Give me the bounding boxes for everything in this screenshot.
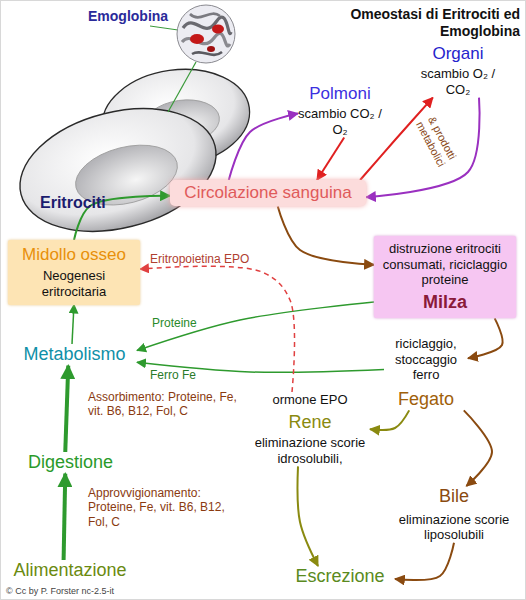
watermark: © Cc by P. Forster nc-2.5-it — [6, 586, 206, 597]
node-heading: Escrezione — [285, 566, 395, 588]
flow-arrow — [278, 206, 374, 264]
node-heading: Circolazione sanguina — [174, 183, 362, 203]
diagram-title: Omeostasi di Eritrociti ed Emoglobina — [326, 6, 520, 40]
node-text: scambio O₂ / CO₂ — [416, 66, 500, 97]
part-name: Emoglobina — [88, 8, 188, 25]
process-box: Midollo osseoNeogenesi eritrocitaria — [8, 240, 140, 305]
node-heading: Eritrociti — [40, 193, 140, 212]
flow-arrow — [137, 302, 374, 351]
node-heading: Organi — [416, 44, 500, 64]
leader-line — [150, 26, 178, 30]
edge-label: Assorbimento: Proteine, Fe, vit. B6, B12… — [88, 390, 238, 419]
node-text: distruzione eritrociti consumati, ricicl… — [379, 241, 511, 288]
node-heading: Digestione — [18, 452, 123, 474]
node-text: ormone EPO — [250, 392, 370, 408]
process-box: distruzione eritrociti consumati, ricicl… — [374, 236, 516, 318]
node-heading: Milza — [379, 292, 511, 314]
process-label: Metabolismo — [12, 344, 137, 366]
flow-arrow — [395, 543, 454, 580]
edge-label: Eritropoietina EPO — [150, 252, 280, 266]
flow-arrow — [370, 410, 409, 430]
organ-node: riciclaggio, stoccaggio ferroFegato — [384, 336, 468, 410]
node-heading: Midollo osseo — [13, 245, 135, 265]
node-text: Neogenesi eritrocitaria — [13, 268, 135, 299]
process-label: Digestione — [18, 452, 123, 474]
flow-arrow — [464, 410, 492, 486]
process-label: Escrezione — [285, 566, 395, 588]
node-heading: Polmoni — [298, 84, 382, 104]
node-heading: Metabolismo — [12, 344, 137, 366]
node-text: eliminazione scorie idrosolubili, — [250, 435, 370, 466]
node-heading: Fegato — [384, 389, 468, 411]
organ-node: Polmoniscambio CO₂ / O₂ — [298, 84, 382, 138]
hemoglobin-image — [177, 5, 235, 63]
organ-node: Organiscambio O₂ / CO₂ — [416, 44, 500, 98]
flow-arrow — [65, 366, 68, 452]
flow-arrow — [229, 113, 298, 180]
leader-line — [168, 62, 196, 112]
flow-arrow — [298, 466, 318, 566]
node-text: riciclaggio, stoccaggio ferro — [384, 336, 468, 383]
flow-arrow — [366, 98, 480, 198]
process-box: Circolazione sanguina — [170, 180, 366, 206]
node-heading: Alimentazione — [6, 560, 134, 582]
erythrocyte-front — [7, 90, 229, 251]
edge-label: & prodotti metabolici — [409, 107, 462, 176]
edge-label: Proteine — [152, 316, 232, 330]
flow-arrow — [72, 305, 74, 344]
organ-node: ormone EPO Reneeliminazione scorie idroso… — [250, 392, 370, 466]
flow-arrow — [317, 138, 344, 180]
process-label: Alimentazione — [6, 560, 134, 582]
node-text: eliminazione scorie liposolubili — [392, 512, 516, 543]
node-heading: Rene — [250, 412, 370, 434]
organ-node: Bile eliminazione scorie liposolubili — [392, 486, 516, 543]
edge-label: Ferro Fe — [150, 368, 230, 382]
flow-arrow — [140, 266, 295, 392]
node-heading: Bile — [392, 486, 516, 508]
flow-arrow — [468, 318, 503, 358]
cell-label: Eritrociti — [40, 193, 140, 212]
edge-label: Approvvigionamento: Proteine, Fe, vit. B… — [88, 486, 238, 529]
node-text: scambio CO₂ / O₂ — [298, 106, 382, 137]
flow-arrow — [64, 474, 66, 560]
